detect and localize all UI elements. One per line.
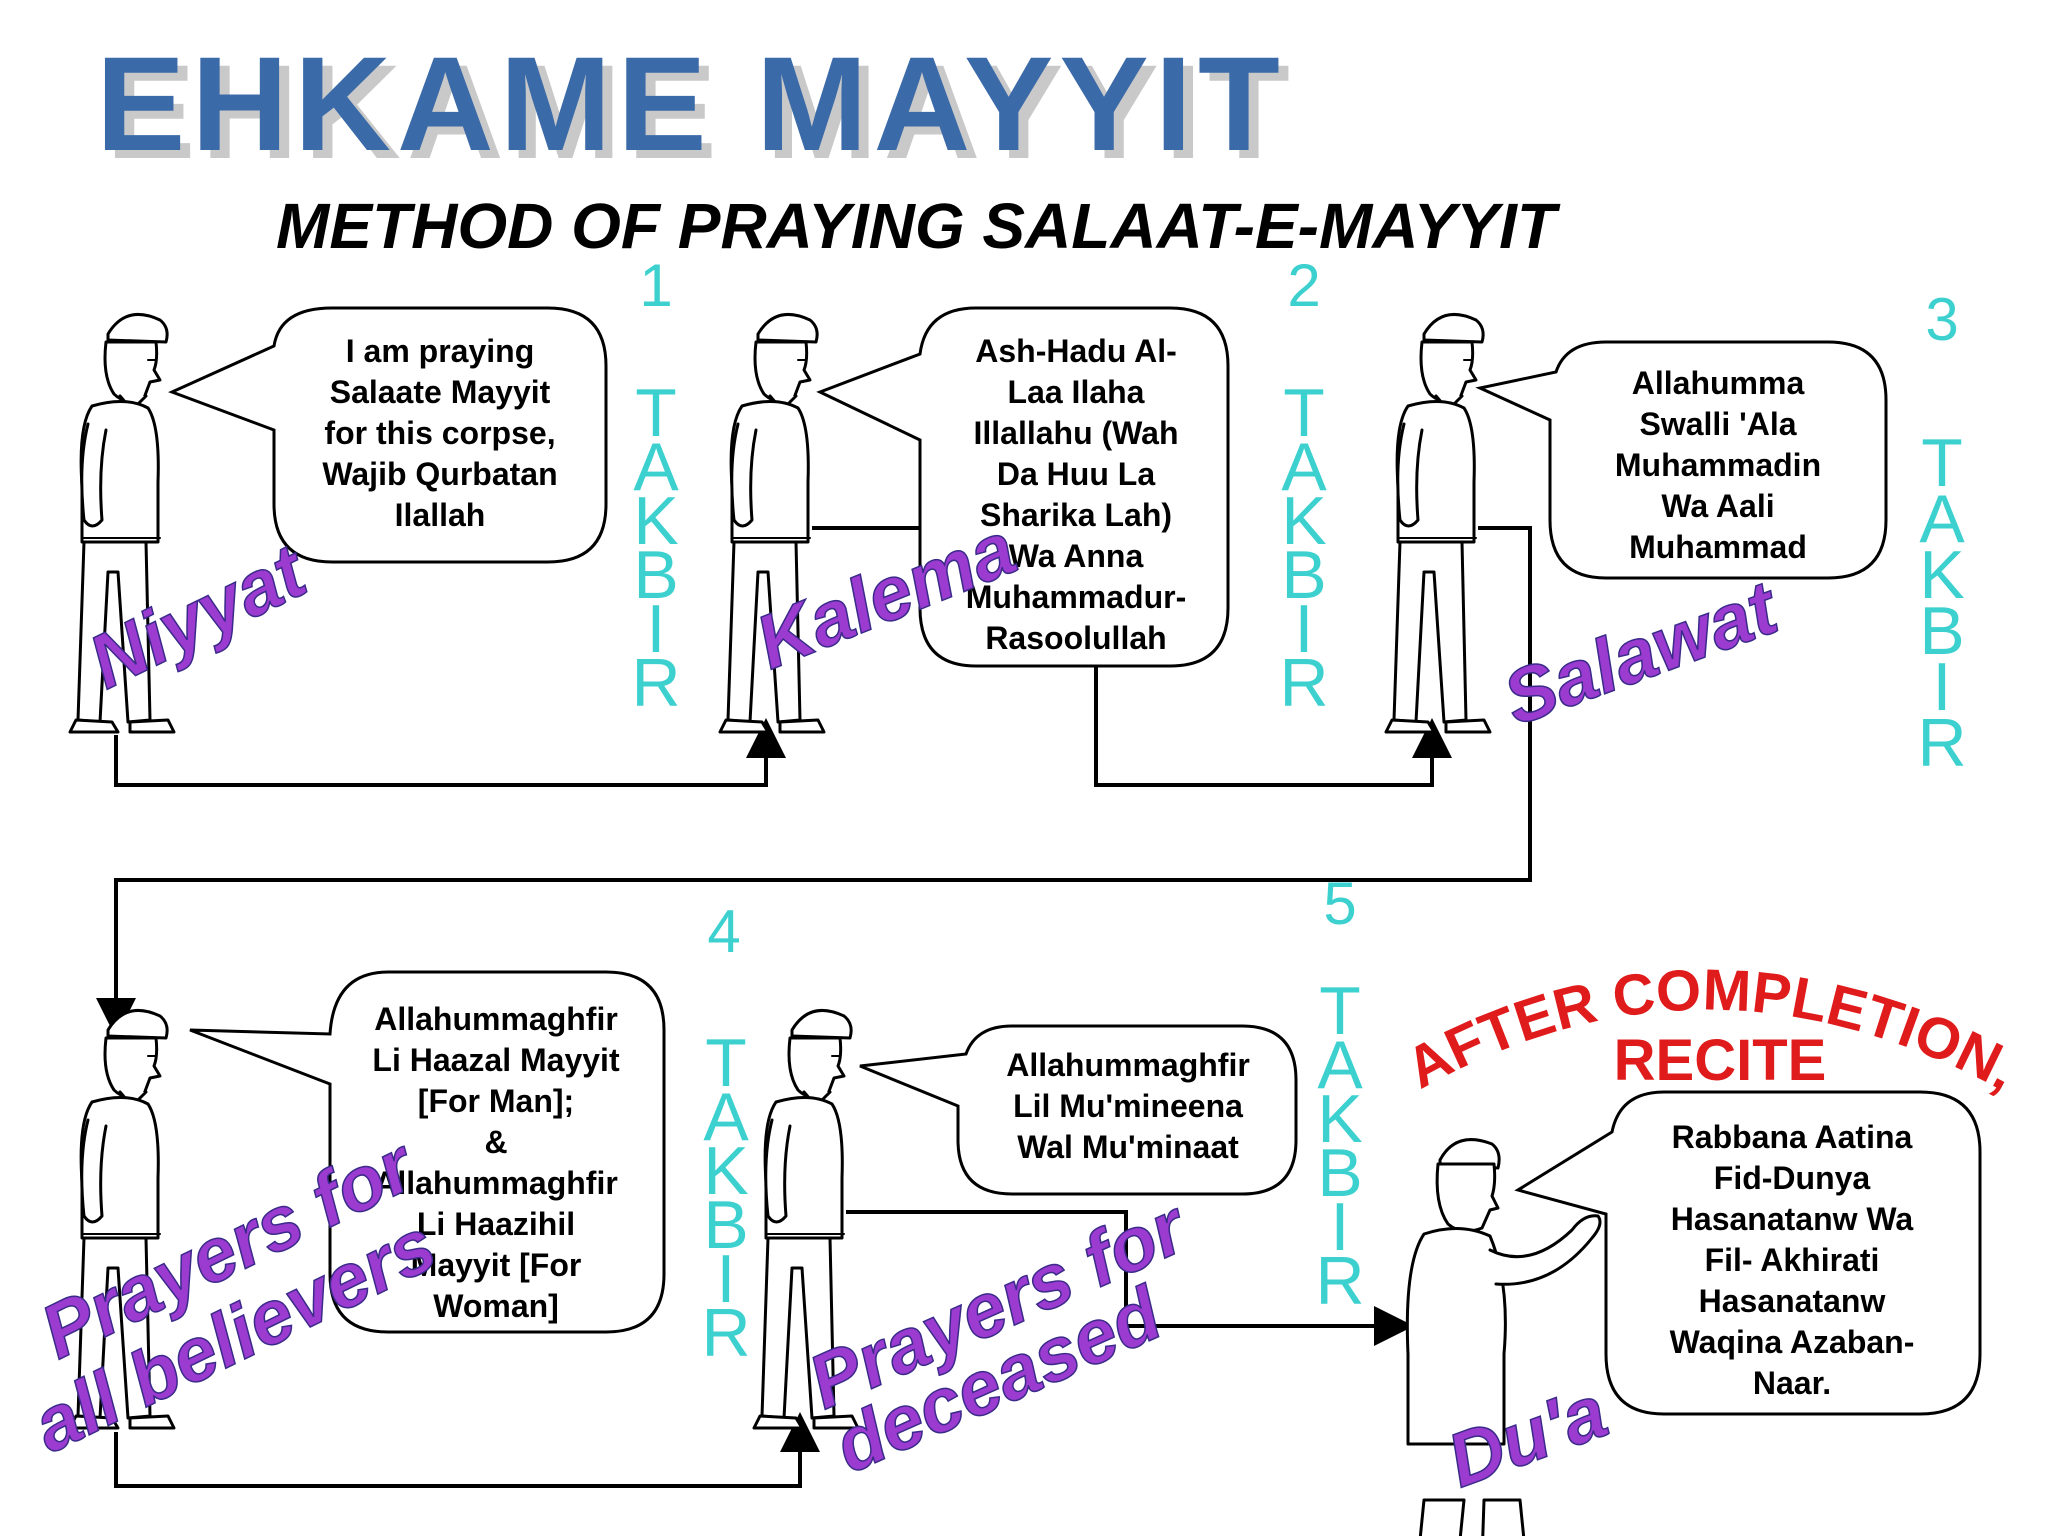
takbir-number: 2 xyxy=(1287,252,1320,319)
speech-line: Muhammadur- xyxy=(966,579,1186,615)
takbir-letter: I xyxy=(1933,649,1952,725)
speech-bubble-prayers-all-believers: Allahummaghfir Li Haazal Mayyit [For Man… xyxy=(189,970,666,1334)
speech-line: Li Haazihil xyxy=(417,1206,575,1242)
speech-line: Muhammadin xyxy=(1615,447,1821,483)
speech-line: Fid-Dunya xyxy=(1714,1160,1871,1196)
takbir-letter: B xyxy=(1281,537,1326,613)
speech-line: Ilallah xyxy=(395,497,486,533)
speech-line: Waqina Azaban- xyxy=(1670,1324,1915,1360)
flow-arrow-5-to-dua xyxy=(846,1210,1414,1346)
speech-line: & xyxy=(484,1124,507,1160)
takbir-letter: R xyxy=(1279,645,1328,721)
speech-line: Wal Mu'minaat xyxy=(1017,1129,1239,1165)
takbir-letter: A xyxy=(703,1079,749,1155)
speech-bubble-salawat: Allahumma Swalli 'Ala Muhammadin Wa Aali… xyxy=(1475,340,1888,580)
speech-line: I am praying xyxy=(346,333,535,369)
speech-line: Rabbana Aatina xyxy=(1672,1119,1913,1155)
takbir-letter: T xyxy=(635,375,677,451)
takbir-letter: K xyxy=(633,483,678,559)
takbir-letter: T xyxy=(1319,973,1361,1049)
takbir-letter: K xyxy=(1281,483,1326,559)
speech-bubble-niyyat: I am praying Salaate Mayyit for this cor… xyxy=(168,306,608,564)
flow-arrow-4-to-5 xyxy=(114,1412,820,1488)
speech-line: Salaate Mayyit xyxy=(330,374,551,410)
speech-bubble-prayers-deceased: Allahummaghfir Lil Mu'mineena Wal Mu'min… xyxy=(859,1024,1298,1196)
speech-line: Illallahu (Wah xyxy=(973,415,1178,451)
speech-line: Da Huu La xyxy=(997,456,1155,492)
takbir-letter: T xyxy=(1283,375,1325,451)
speech-line: Hasanatanw Wa xyxy=(1671,1201,1914,1237)
takbir-number: 4 xyxy=(707,898,740,965)
takbir-letter: K xyxy=(1919,537,1964,613)
takbir-letter: I xyxy=(647,591,666,667)
takbir-letter: A xyxy=(1317,1027,1363,1103)
takbir-letter: I xyxy=(1295,591,1314,667)
speech-line: Wa Aali xyxy=(1661,488,1774,524)
speech-line: Rasoolullah xyxy=(985,620,1166,656)
speech-line: Lil Mu'mineena xyxy=(1013,1088,1243,1124)
takbir-letter: R xyxy=(1917,705,1966,781)
speech-line: Allahumma xyxy=(1632,365,1805,401)
speech-line: [For Man]; xyxy=(418,1083,574,1119)
speech-line: Ash-Hadu Al- xyxy=(975,333,1176,369)
speech-line: Allahummaghfir xyxy=(1006,1047,1250,1083)
speech-line: Fil- Akhirati xyxy=(1705,1242,1880,1278)
speech-line: Hasanatanw xyxy=(1699,1283,1886,1319)
speech-line: Laa Ilaha xyxy=(1008,374,1145,410)
step-label-salawat: Salawat xyxy=(1493,564,1791,742)
takbir-number: 1 xyxy=(639,252,672,319)
takbir-letter: B xyxy=(633,537,678,613)
takbir-letter: I xyxy=(1331,1189,1350,1265)
speech-line: Li Haazal Mayyit xyxy=(372,1042,620,1078)
after-completion-recite: RECITE xyxy=(1614,1028,1827,1093)
takbir-number: 3 xyxy=(1925,286,1958,353)
takbir-letter: B xyxy=(1317,1135,1362,1211)
takbir-letter: A xyxy=(633,429,679,505)
takbir-letter: K xyxy=(1317,1081,1362,1157)
speech-line: Swalli 'Ala xyxy=(1640,406,1797,442)
takbir-letter: K xyxy=(703,1133,748,1209)
speech-bubble-kalema: Ash-Hadu Al- Laa Ilaha Illallahu (Wah Da… xyxy=(816,306,1230,668)
takbir-letter: R xyxy=(631,645,680,721)
speech-bubble-dua: Rabbana Aatina Fid-Dunya Hasanatanw Wa F… xyxy=(1514,1090,1982,1416)
speech-line: Wa Anna xyxy=(1009,538,1144,574)
dua-person xyxy=(1405,1138,1602,1536)
page-title: EHKAME MAYYIT xyxy=(96,30,1286,179)
speech-line: Woman] xyxy=(433,1288,559,1324)
standing-person-3 xyxy=(1384,312,1492,734)
page-title-shadow: EHKAME MAYYIT xyxy=(106,38,1296,187)
flow-arrow-3-to-4 xyxy=(96,526,1532,1038)
takbir-letter: I xyxy=(717,1241,736,1317)
speech-line: Wajib Qurbatan xyxy=(322,456,557,492)
speech-line: Naar. xyxy=(1753,1365,1831,1401)
speech-line: Muhammad xyxy=(1629,529,1807,565)
flow-arrow-1-to-2 xyxy=(114,718,786,787)
speech-line: for this corpse, xyxy=(324,415,555,451)
takbir-letter: R xyxy=(701,1295,750,1371)
speech-line: Mayyit [For xyxy=(411,1247,582,1283)
speech-line: Sharika Lah) xyxy=(980,497,1172,533)
speech-line: Allahummaghfir xyxy=(374,1165,618,1201)
takbir-letter: T xyxy=(1921,425,1963,501)
takbir-letter: R xyxy=(1315,1243,1364,1319)
takbir-letter: B xyxy=(1919,593,1964,669)
takbir-letter: A xyxy=(1919,481,1965,557)
takbir-letter: T xyxy=(705,1025,747,1101)
page-subtitle: METHOD OF PRAYING SALAAT-E-MAYYIT xyxy=(276,190,1561,262)
speech-line: Allahummaghfir xyxy=(374,1001,618,1037)
takbir-letter: A xyxy=(1281,429,1327,505)
takbir-number: 5 xyxy=(1323,870,1356,937)
takbir-letter: B xyxy=(703,1187,748,1263)
